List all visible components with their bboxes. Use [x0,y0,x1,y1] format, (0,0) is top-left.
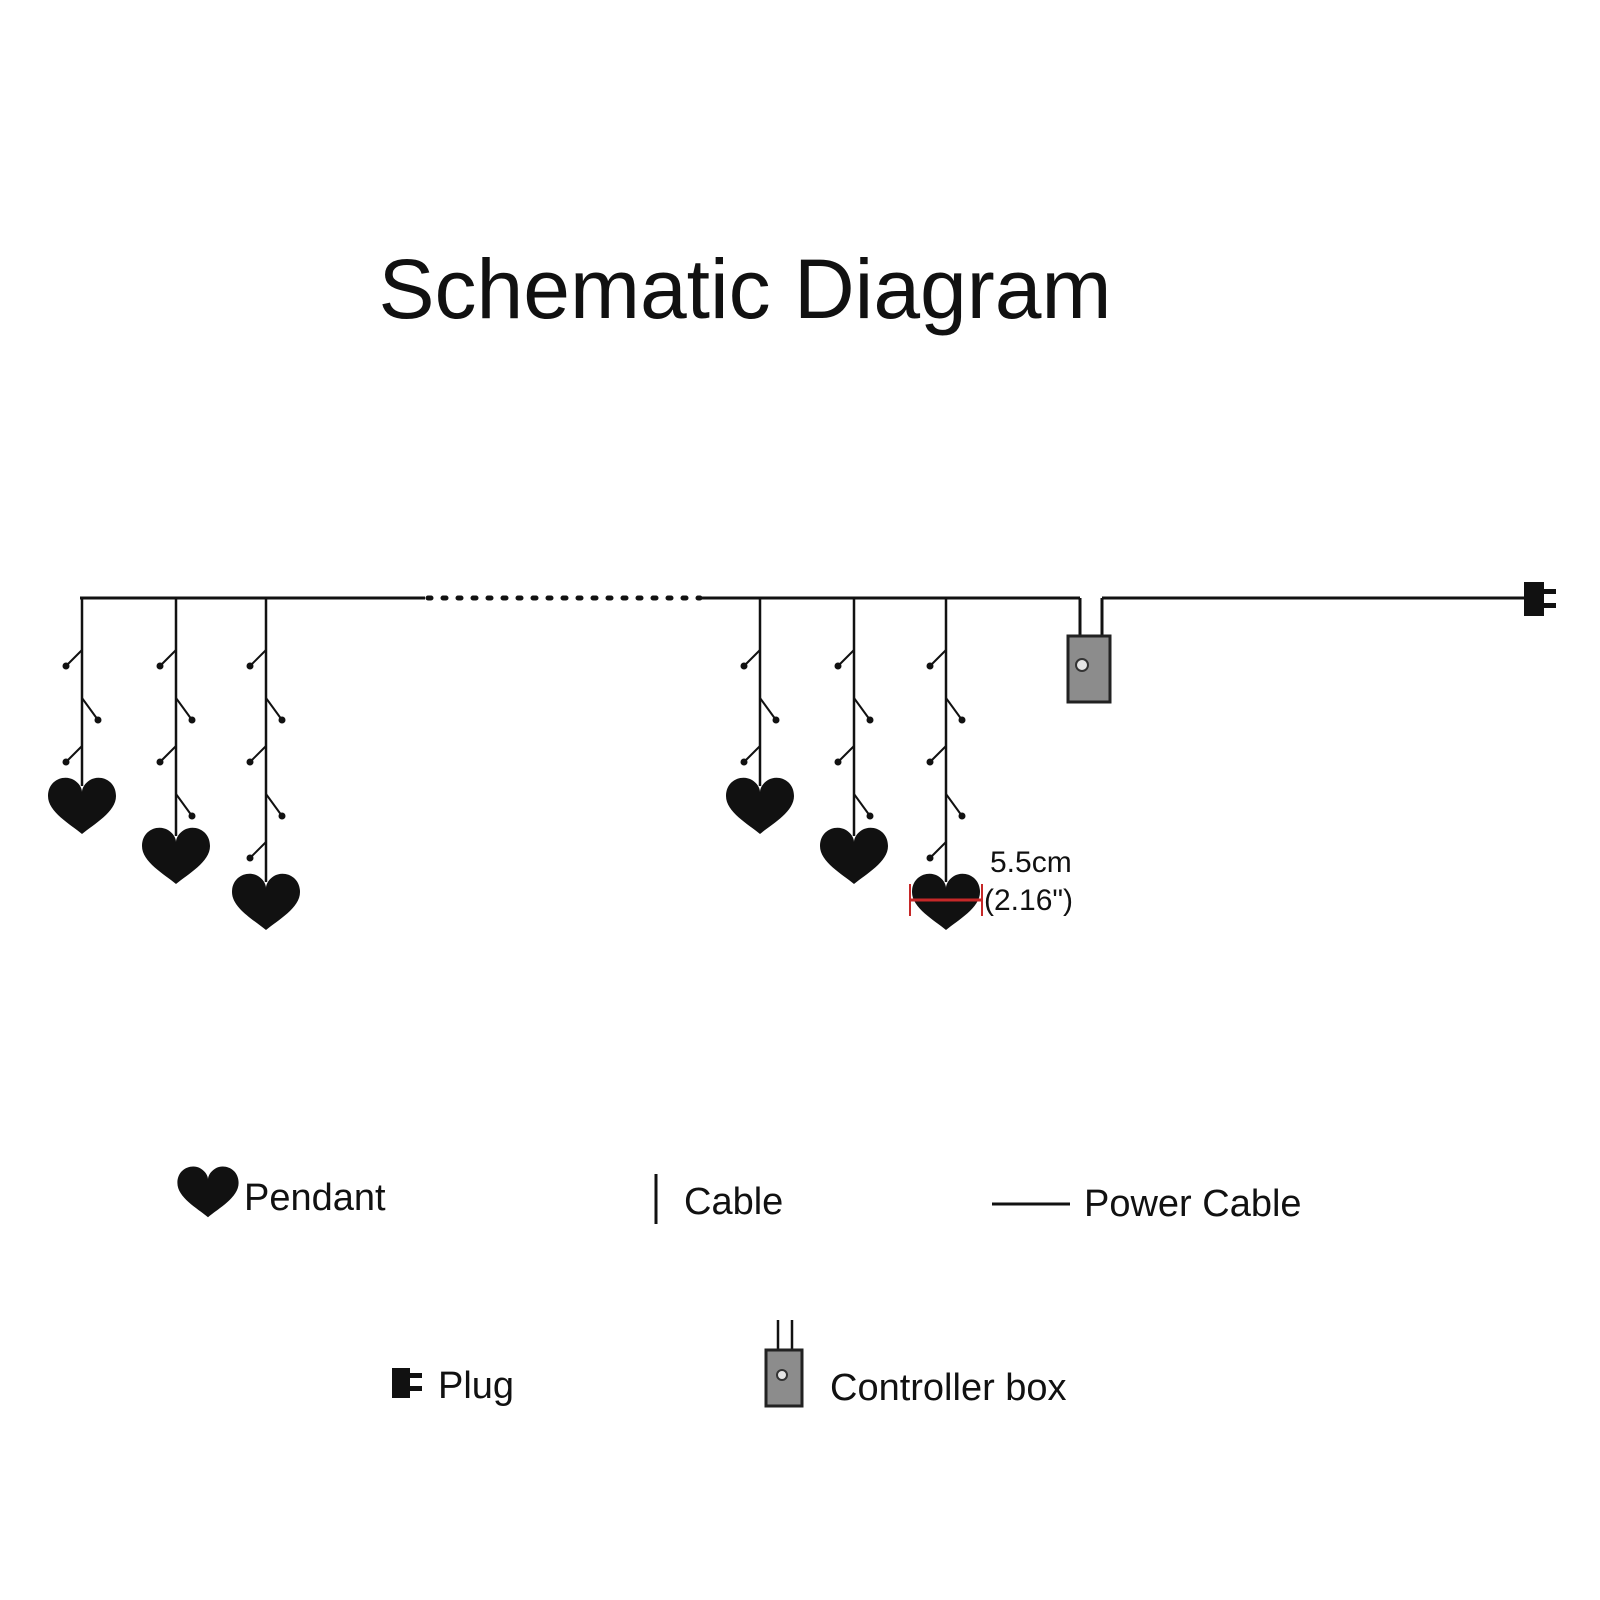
heart-pendant-icon [912,873,980,930]
led-bulb [926,854,934,862]
heart-pendant-icon [820,827,888,884]
pendant-strands [48,598,980,930]
led-branch [81,697,99,721]
plug-pin-top [1544,589,1556,594]
led-branch [929,745,947,763]
led-branch [853,793,871,817]
led-bulb [156,662,164,670]
led-branch [249,841,267,859]
led-branch [743,649,761,667]
led-bulb [958,812,966,820]
legend-controller-box: Controller box [764,1320,1067,1409]
controller-box [1066,598,1112,704]
legend-cable: Cable [654,1174,783,1224]
led-bulb [246,854,254,862]
led-bulb [278,716,286,724]
legend-power-cable-label: Power Cable [1084,1183,1302,1225]
led-bulb [926,662,934,670]
controller-button [1075,658,1089,672]
controller-box-body [1066,634,1112,704]
led-bulb [278,812,286,820]
led-bulb [246,662,254,670]
pendant-strand [726,598,794,834]
legend-controller-box-label: Controller box [830,1367,1067,1409]
led-branch [945,697,963,721]
dimension-imperial-label: (2.16") [984,884,1073,917]
led-bulb [156,758,164,766]
led-bulb [94,716,102,724]
led-bulb [834,662,842,670]
dimension-metric-label: 5.5cm [990,846,1072,879]
plug-icon [392,1368,422,1398]
pendant-strand [142,598,210,884]
led-branch [159,745,177,763]
legend-power-cable: Power Cable [992,1183,1302,1225]
led-bulb [740,758,748,766]
pendant-strand [232,598,300,930]
pendant-width-dimension: 5.5cm (2.16") [909,846,1073,917]
legend-plug-label: Plug [438,1365,514,1407]
led-branch [759,697,777,721]
led-branch [945,793,963,817]
led-bulb [62,758,70,766]
legend-pendant-label: Pendant [244,1177,386,1219]
led-bulb [740,662,748,670]
led-bulb [958,716,966,724]
led-bulb [246,758,254,766]
controller-box-icon [764,1320,804,1408]
led-branch [249,649,267,667]
legend-cable-label: Cable [684,1181,783,1223]
led-branch [743,745,761,763]
page-title: Schematic Diagram [379,242,1112,336]
led-bulb [188,812,196,820]
led-branch [837,745,855,763]
legend-pendant: Pendant [177,1166,386,1219]
led-branch [175,697,193,721]
led-branch [929,841,947,859]
led-bulb [834,758,842,766]
led-bulb [188,716,196,724]
led-branch [159,649,177,667]
heart-pendant-icon [142,827,210,884]
led-branch [853,697,871,721]
legend-plug: Plug [392,1365,514,1407]
heart-icon [177,1166,239,1218]
led-bulb [926,758,934,766]
led-branch [65,745,83,763]
plug [1524,582,1556,616]
led-branch [65,649,83,667]
pendant-strand [912,598,980,930]
plug-pin-bottom [1544,603,1556,608]
led-bulb [772,716,780,724]
pendant-strand [820,598,888,884]
led-branch [837,649,855,667]
led-branch [265,793,283,817]
led-branch [929,649,947,667]
led-bulb [866,812,874,820]
led-branch [175,793,193,817]
plug-body [1524,582,1544,616]
led-bulb [62,662,70,670]
led-branch [249,745,267,763]
heart-pendant-icon [726,777,794,834]
pendant-strand [48,598,116,834]
led-bulb [866,716,874,724]
heart-pendant-icon [48,777,116,834]
led-branch [265,697,283,721]
heart-pendant-icon [232,873,300,930]
